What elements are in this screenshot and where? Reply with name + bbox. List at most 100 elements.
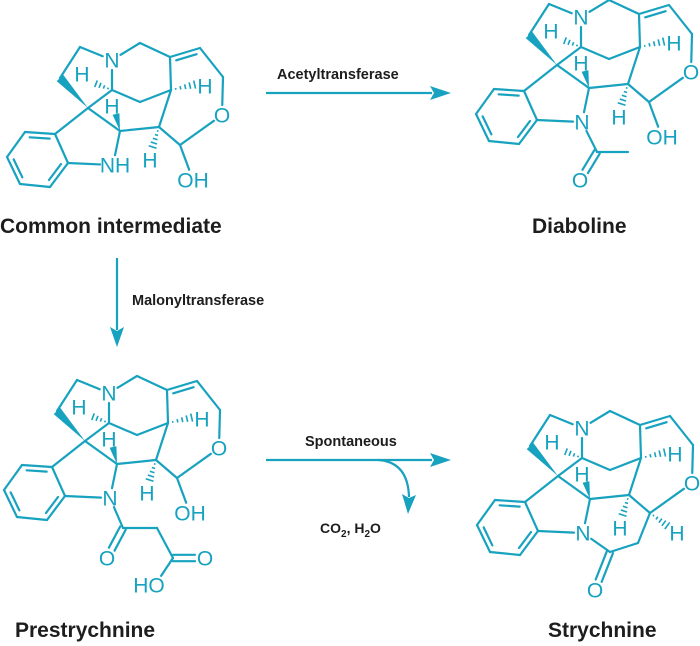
label-diaboline: Diaboline: [532, 215, 627, 238]
hash-mark: [98, 82, 102, 89]
benzene-bond: [18, 182, 52, 189]
hash-mark: [617, 101, 626, 107]
bond: [165, 388, 170, 425]
hash-mark: [148, 144, 157, 150]
bond: [53, 106, 90, 136]
atom-label-h: H: [104, 96, 119, 119]
benzene-bond: [487, 139, 521, 146]
hash-mark: [93, 80, 99, 88]
benzene-bond: [523, 500, 540, 533]
bond: [547, 2, 573, 15]
bond: [115, 458, 158, 466]
benzene-double-bond: [481, 115, 493, 136]
bond: [221, 75, 225, 107]
bond: [83, 439, 119, 466]
bond: [608, 456, 643, 472]
bond: [78, 45, 104, 58]
hash-mark: [106, 87, 110, 90]
alkene-double-bond: [645, 421, 668, 430]
atom-label-h: H: [612, 518, 627, 541]
bond: [110, 462, 119, 490]
hashed-bond: [562, 37, 579, 47]
bond: [522, 63, 559, 93]
bond: [626, 45, 642, 86]
hash-mark: [192, 80, 197, 89]
bond: [135, 421, 170, 437]
hash-mark: [664, 521, 671, 530]
bond: [608, 409, 642, 427]
arrowhead-icon: [430, 86, 451, 100]
hash-mark: [103, 420, 107, 423]
bond: [588, 0, 611, 13]
atom-label-o: O: [572, 170, 588, 193]
bond: [583, 497, 592, 525]
atom-label-h: H: [667, 444, 682, 467]
wedge-bond: [109, 446, 117, 464]
hash-mark: [562, 37, 568, 45]
atom-label-n: NH: [100, 155, 130, 178]
hash-mark: [620, 509, 628, 513]
bond: [556, 456, 584, 478]
bond: [165, 379, 199, 392]
hash-mark: [154, 133, 159, 137]
arrowhead-icon: [430, 453, 451, 467]
hash-mark: [99, 417, 103, 422]
bond: [580, 456, 612, 472]
bond: [647, 76, 684, 104]
bond: [637, 12, 642, 49]
subscript: 2: [341, 529, 347, 540]
bond: [157, 125, 182, 147]
bond: [638, 423, 643, 460]
benzene-double-bond: [497, 93, 520, 97]
bond: [175, 476, 188, 504]
carbonyl-double-bond: [581, 149, 596, 171]
atom-label-h: H: [573, 53, 588, 76]
hashed-bond: [644, 448, 667, 458]
byproduct-co2: CO: [320, 520, 341, 536]
hash-mark: [576, 455, 580, 458]
bond: [535, 118, 575, 123]
carbonyl-double-bond: [107, 525, 122, 549]
hash-mark: [657, 39, 661, 47]
hash-mark: [189, 413, 194, 422]
atom-label-h: H: [543, 21, 558, 44]
atom-label-n: N: [573, 7, 588, 30]
hash-mark: [152, 137, 158, 141]
benzene-double-bond: [9, 491, 21, 512]
atom-label-o: O: [684, 473, 700, 496]
benzene-bond: [5, 155, 22, 186]
benzene-double-bond: [516, 119, 532, 139]
benzene-bond: [474, 87, 496, 116]
bond: [637, 3, 671, 16]
hash-mark: [151, 466, 156, 470]
hash-mark: [621, 94, 627, 98]
hash-mark: [572, 452, 576, 457]
hash-mark: [90, 413, 96, 421]
bond: [112, 506, 125, 530]
benzene-bond: [517, 118, 539, 146]
atom-label-n: N: [574, 418, 589, 441]
bond: [110, 88, 142, 104]
atom-label-h: H: [544, 432, 559, 455]
reaction-malonylation: Malonyltransferase: [110, 258, 264, 347]
atom-label-o: O: [214, 105, 230, 128]
enzyme-label-acetyltransferase: Acetyltransferase: [277, 67, 399, 83]
benzene-double-bond: [517, 530, 533, 550]
bond: [168, 46, 202, 59]
bond: [118, 125, 161, 133]
hash-mark: [571, 41, 575, 46]
hashed-bond: [563, 448, 580, 458]
bond: [636, 511, 652, 545]
hash-mark: [568, 450, 572, 457]
benzene-bond: [518, 529, 540, 557]
benzene-bond: [492, 87, 526, 93]
atom-label-h: H: [669, 523, 684, 546]
bond: [75, 378, 101, 391]
atom-label-o: O: [211, 438, 227, 461]
bond: [195, 379, 222, 412]
byproduct-h2o: O: [370, 520, 381, 536]
atom-label-n: N: [104, 50, 119, 73]
byproduct-release-arrow: [377, 458, 411, 498]
